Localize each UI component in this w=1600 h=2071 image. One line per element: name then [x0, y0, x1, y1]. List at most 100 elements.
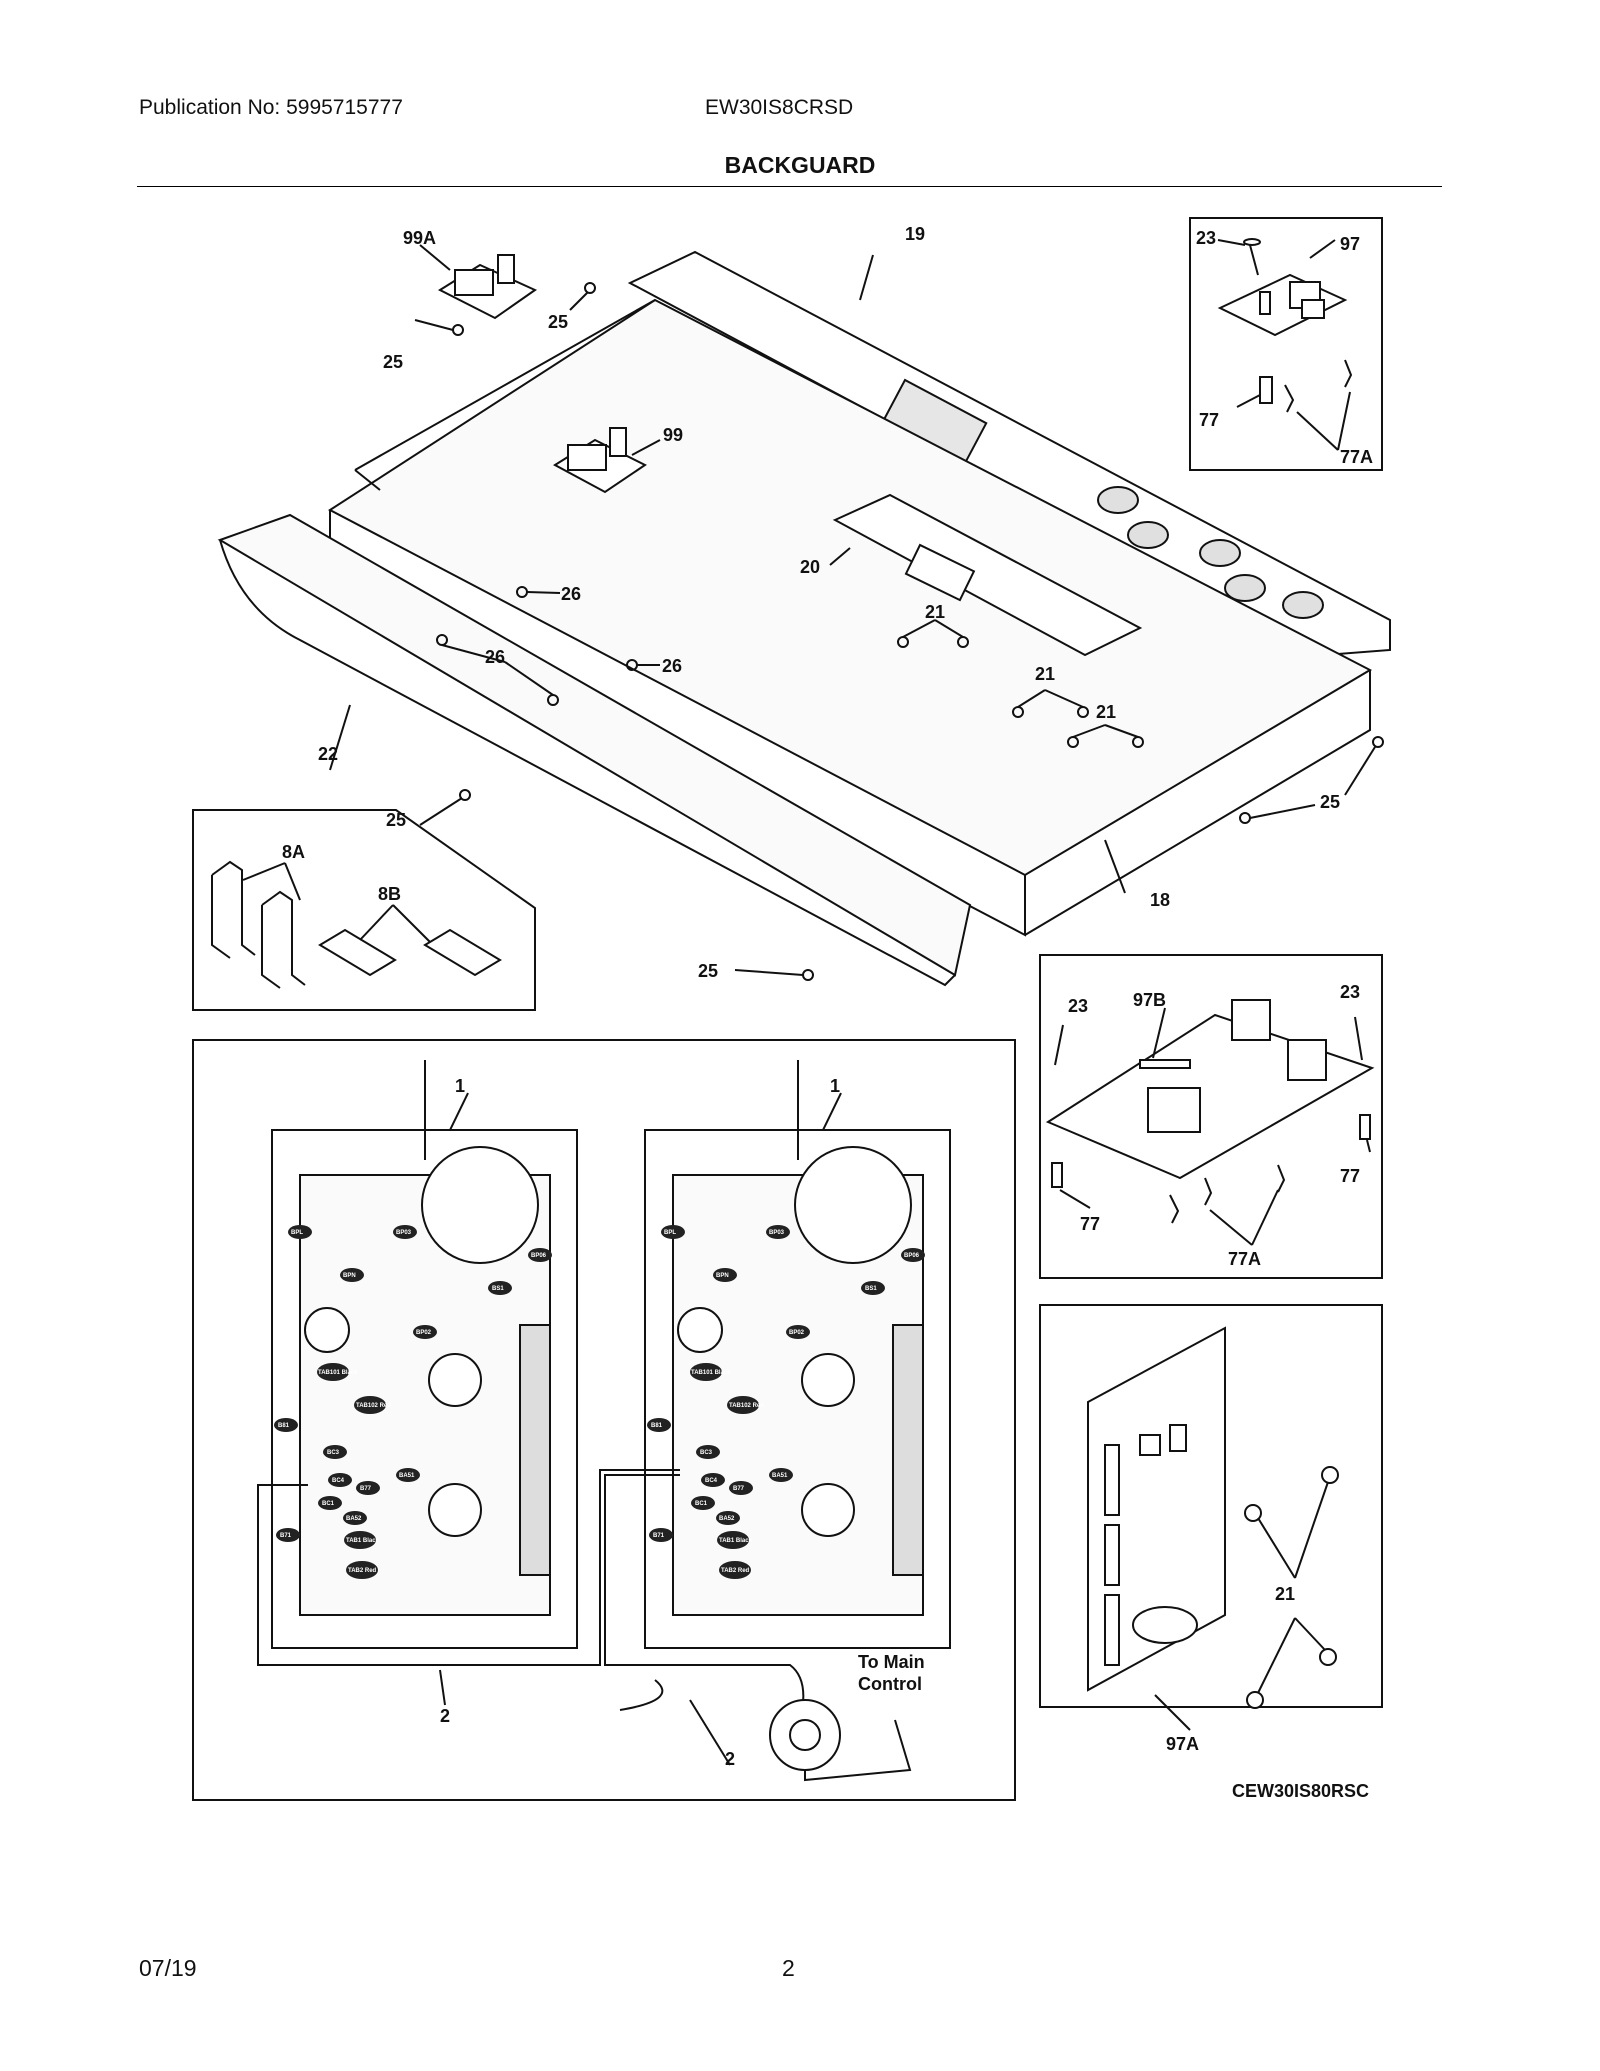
- tag-BP02-left: BP02: [416, 1330, 432, 1336]
- label-97: 97: [1340, 234, 1360, 254]
- label-21-b: 21: [1035, 664, 1055, 684]
- tag-TAB101-left: TAB101 Black: [318, 1370, 358, 1376]
- label-25-c: 25: [1320, 792, 1340, 812]
- label-26-b: 26: [485, 647, 505, 667]
- board-tags-left: BPL BP03 BP06 BPN BS1 BP02 TAB101 Black …: [274, 1225, 552, 1579]
- label-2-right: 2: [725, 1749, 735, 1769]
- label-26-c: 26: [662, 656, 682, 676]
- label-77-right: 77: [1340, 1166, 1360, 1186]
- tag-BC1-left: BC1: [322, 1501, 335, 1507]
- label-1-right: 1: [830, 1076, 840, 1096]
- tag-BP06-right: BP06: [904, 1253, 920, 1259]
- label-21-right: 21: [1275, 1584, 1295, 1604]
- label-22: 22: [318, 744, 338, 764]
- diagram-code: CEW30IS80RSC: [1232, 1781, 1369, 1801]
- tag-TAB1-right: TAB1 Black: [719, 1538, 753, 1544]
- tag-BPN-left: BPN: [343, 1273, 356, 1279]
- tag-TAB2-left: TAB2 Red: [348, 1568, 377, 1574]
- tag-BC3-left: BC3: [327, 1450, 340, 1456]
- board-97A-illustration: [1087, 1326, 1339, 1731]
- label-23-left: 23: [1068, 996, 1088, 1016]
- tag-BC4-right: BC4: [705, 1478, 718, 1484]
- transformer-99A: [419, 244, 538, 320]
- board-97B-illustration: [1045, 999, 1375, 1246]
- label-25-a: 25: [548, 312, 568, 332]
- label-25-e: 25: [698, 961, 718, 981]
- label-99A: 99A: [403, 228, 436, 248]
- tag-BP02-right: BP02: [789, 1330, 805, 1336]
- label-20: 20: [800, 557, 820, 577]
- tag-TAB2-right: TAB2 Red: [721, 1568, 750, 1574]
- label-1-left: 1: [455, 1076, 465, 1096]
- tag-BC3-right: BC3: [700, 1450, 713, 1456]
- board-97-illustration: [1217, 238, 1353, 451]
- generator-board-right: [644, 1060, 951, 1649]
- generator-board-left: [271, 1060, 578, 1649]
- tag-TAB101-right: TAB101 Black: [691, 1370, 731, 1376]
- callout-to-main-line1: To Main: [858, 1652, 925, 1672]
- publication-number: Publication No: 5995715777: [139, 96, 403, 119]
- inset-97B-frame: [1039, 954, 1383, 1279]
- label-23-top: 23: [1196, 228, 1216, 248]
- tag-B71-left: B71: [280, 1533, 292, 1539]
- tag-B77-left: B77: [360, 1486, 372, 1492]
- tag-BA52-right: BA52: [719, 1516, 735, 1522]
- label-23-right: 23: [1340, 982, 1360, 1002]
- screws-25-26-21: [414, 282, 1384, 981]
- label-19: 19: [905, 224, 925, 244]
- label-77-top: 77: [1199, 410, 1219, 430]
- tag-BP03-left: BP03: [396, 1230, 412, 1236]
- tag-BC1-right: BC1: [695, 1501, 708, 1507]
- inset-97-frame: [1189, 217, 1383, 471]
- tag-B81-left: B81: [278, 1423, 290, 1429]
- inset-97A-frame: [1039, 1304, 1383, 1708]
- tag-TAB102-left: TAB102 Red: [356, 1403, 391, 1409]
- board-tags-right: BPL BP03 BP06 BPN BS1 BP02 TAB101 Black …: [647, 1225, 925, 1579]
- tag-BA51-right: BA51: [772, 1473, 788, 1479]
- label-25-d: 25: [386, 810, 406, 830]
- label-99: 99: [663, 425, 683, 445]
- tag-BS1-left: BS1: [492, 1286, 504, 1292]
- inset-brackets-frame: [192, 809, 536, 1011]
- footer-page-number: 2: [782, 1955, 795, 1981]
- tag-BS1-right: BS1: [865, 1286, 877, 1292]
- footer-date: 07/19: [139, 1955, 197, 1981]
- tag-B81-right: B81: [651, 1423, 663, 1429]
- wire-harness-2: [257, 1469, 912, 1782]
- tag-BA51-left: BA51: [399, 1473, 415, 1479]
- tag-BPL-left: BPL: [291, 1230, 303, 1236]
- label-21-c: 21: [1096, 702, 1116, 722]
- lower-trim-22: [217, 513, 972, 987]
- label-97A: 97A: [1166, 1734, 1199, 1754]
- label-18: 18: [1150, 890, 1170, 910]
- generator-inset-frame: [192, 1039, 1016, 1801]
- label-2-left: 2: [440, 1706, 450, 1726]
- main-board-20: [829, 493, 1143, 657]
- label-77A-top: 77A: [1340, 447, 1373, 467]
- model-number: EW30IS8CRSD: [705, 96, 854, 119]
- tag-B71-right: B71: [653, 1533, 665, 1539]
- tag-BPN-right: BPN: [716, 1273, 729, 1279]
- tag-BC4-left: BC4: [332, 1478, 345, 1484]
- label-77-left: 77: [1080, 1214, 1100, 1234]
- section-title: BACKGUARD: [724, 152, 876, 178]
- label-8B: 8B: [378, 884, 401, 904]
- label-26-a: 26: [561, 584, 581, 604]
- tag-BPL-right: BPL: [664, 1230, 676, 1236]
- callout-to-main-line2: Control: [858, 1674, 922, 1694]
- label-21-a: 21: [925, 602, 945, 622]
- tag-B77-right: B77: [733, 1486, 745, 1492]
- transformer-99: [553, 427, 661, 494]
- label-97B: 97B: [1133, 990, 1166, 1010]
- label-25-b: 25: [383, 352, 403, 372]
- console-overlay-19: [627, 250, 1391, 657]
- label-8A: 8A: [282, 842, 305, 862]
- tag-TAB102-right: TAB102 Red: [729, 1403, 764, 1409]
- tag-BP06-left: BP06: [531, 1253, 547, 1259]
- label-77A-right: 77A: [1228, 1249, 1261, 1269]
- brackets-8A-8B: [211, 860, 502, 989]
- tag-BA52-left: BA52: [346, 1516, 362, 1522]
- header-rule: [137, 186, 1442, 187]
